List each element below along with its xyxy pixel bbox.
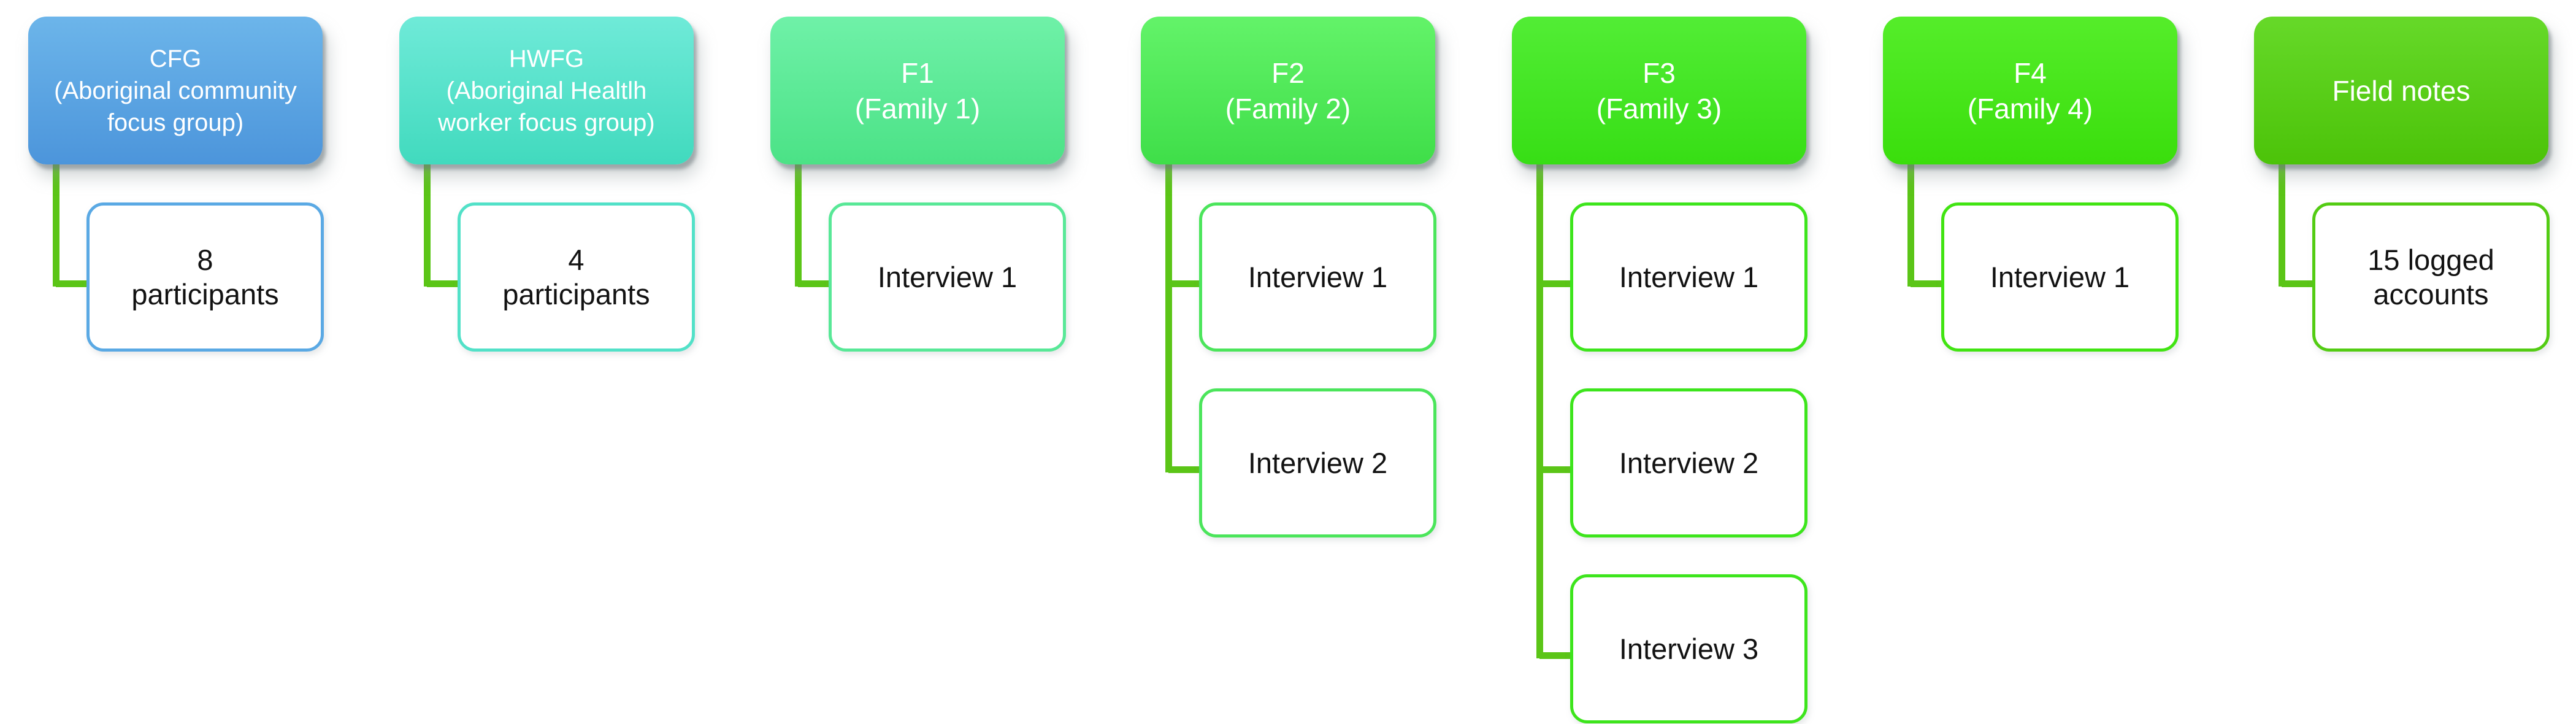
connector-stub [2282, 280, 2316, 287]
connector-stub [1168, 280, 1203, 287]
parent-node-f4: F4 (Family 4) [1883, 17, 2177, 164]
connector-stub [427, 280, 461, 287]
child-node-f3-interview-3: Interview 3 [1570, 574, 1807, 723]
connector-trunk [53, 164, 59, 287]
branch-f4: F4 (Family 4) Interview 1 [1883, 0, 2179, 724]
connector-trunk [424, 164, 431, 287]
parent-node-field-notes: Field notes [2254, 17, 2548, 164]
parent-node-f3: F3 (Family 3) [1512, 17, 1806, 164]
branch-hwfg: HWFG (Aboriginal Healtlh worker focus gr… [399, 0, 695, 724]
child-node-f2-interview-2: Interview 2 [1199, 388, 1436, 537]
connector-trunk [795, 164, 802, 287]
child-node-f3-interview-1: Interview 1 [1570, 202, 1807, 352]
branch-f3: F3 (Family 3) Interview 1 Interview 2 In… [1512, 0, 1807, 724]
child-node-f1-interview-1: Interview 1 [829, 202, 1066, 352]
parent-node-f1: F1 (Family 1) [770, 17, 1065, 164]
connector-stub [56, 280, 90, 287]
connector-stub [1539, 652, 1574, 659]
parent-node-cfg: CFG (Aboriginal community focus group) [28, 17, 323, 164]
connector-trunk [1907, 164, 1914, 287]
connector-stub [1539, 466, 1574, 473]
child-node-f2-interview-1: Interview 1 [1199, 202, 1436, 352]
connector-stub [798, 280, 832, 287]
parent-node-hwfg: HWFG (Aboriginal Healtlh worker focus gr… [399, 17, 694, 164]
child-node-hwfg-participants: 4 participants [458, 202, 695, 352]
connector-stub [1168, 466, 1203, 473]
connector-trunk [1536, 164, 1543, 658]
branch-cfg: CFG (Aboriginal community focus group) 8… [28, 0, 324, 724]
connector-stub [1911, 280, 1945, 287]
child-node-f4-interview-1: Interview 1 [1941, 202, 2179, 352]
branch-f1: F1 (Family 1) Interview 1 [770, 0, 1066, 724]
connector-stub [1539, 280, 1574, 287]
connector-trunk [1165, 164, 1172, 472]
child-node-cfg-participants: 8 participants [86, 202, 324, 352]
parent-node-f2: F2 (Family 2) [1141, 17, 1435, 164]
branch-f2: F2 (Family 2) Interview 1 Interview 2 [1141, 0, 1436, 724]
branch-field-notes: Field notes 15 logged accounts [2254, 0, 2550, 724]
connector-trunk [2279, 164, 2285, 287]
child-node-field-notes-accounts: 15 logged accounts [2312, 202, 2550, 352]
child-node-f3-interview-2: Interview 2 [1570, 388, 1807, 537]
